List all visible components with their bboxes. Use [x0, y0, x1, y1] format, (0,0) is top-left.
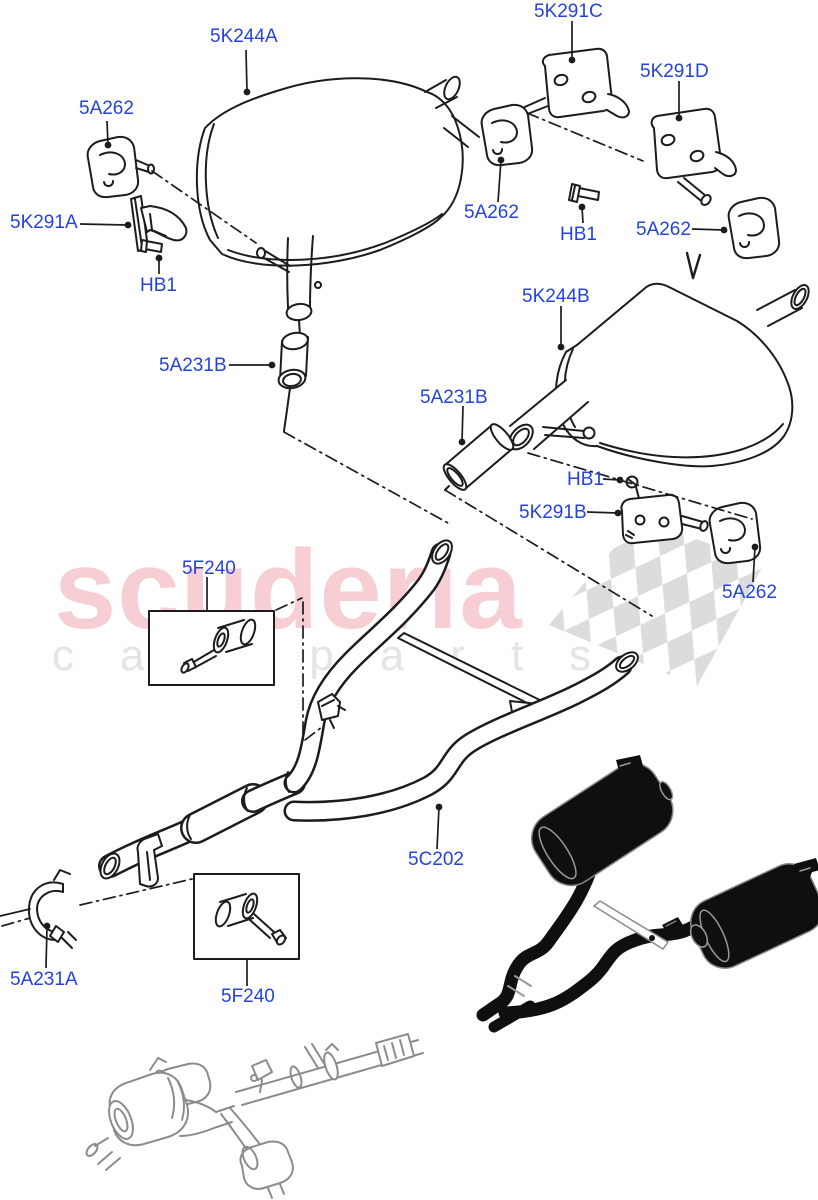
part-label-hb1[interactable]: HB1	[140, 275, 177, 296]
bolt-HB1-top-right	[568, 183, 600, 203]
rear-exhaust-assembly-illustration	[476, 755, 818, 1033]
part-label-5a231b[interactable]: 5A231B	[159, 355, 227, 376]
rubber-hanger-5A262-right	[727, 196, 781, 260]
direction-arrow	[685, 251, 702, 280]
rear-silencer-5K244B	[508, 282, 810, 468]
rubber-hanger-5A262-top-left	[86, 135, 155, 199]
isolator-inset-box-upper-5F240	[148, 610, 275, 686]
part-label-5a231b[interactable]: 5A231B	[420, 387, 488, 408]
exhaust-tip-5A231B-middle	[442, 423, 515, 491]
part-label-5k291a[interactable]: 5K291A	[10, 212, 78, 233]
isolator-inset-box-lower-5F240	[193, 873, 300, 960]
exhaust-tip-5A231B-left	[277, 331, 309, 432]
watermark-checkered-flag	[549, 516, 763, 686]
part-label-5a262[interactable]: 5A262	[79, 98, 134, 119]
part-label-5a262[interactable]: 5A262	[464, 202, 519, 223]
part-label-5k244a[interactable]: 5K244A	[210, 26, 278, 47]
mounting-bracket-5K291A	[130, 195, 188, 253]
rear-silencer-5K244A	[195, 75, 480, 337]
rubber-hanger-5A262-middle	[480, 103, 534, 167]
centre-exhaust-pipe-5C202	[98, 539, 639, 888]
bolt-HB1-middle	[625, 475, 642, 507]
rubber-hanger-5A262-bottom-right	[708, 501, 762, 565]
part-label-5a231a[interactable]: 5A231A	[10, 969, 78, 990]
part-label-5f240[interactable]: 5F240	[221, 986, 275, 1007]
part-label-5k291c[interactable]: 5K291C	[534, 1, 603, 22]
front-exhaust-illustration	[85, 1033, 424, 1199]
mounting-bracket-5K291B	[620, 493, 709, 545]
mounting-bracket-5K291C	[511, 47, 630, 119]
part-label-5k291d[interactable]: 5K291D	[640, 61, 709, 82]
axis-line-solid	[0, 908, 31, 917]
part-label-5a262[interactable]: 5A262	[636, 219, 691, 240]
part-label-hb1[interactable]: HB1	[560, 224, 597, 245]
part-label-5f240[interactable]: 5F240	[182, 558, 236, 579]
part-label-hb1[interactable]: HB1	[567, 469, 604, 490]
part-label-5k244b[interactable]: 5K244B	[522, 286, 590, 307]
assembly-axis-lines	[1, 112, 753, 927]
part-label-5k291b[interactable]: 5K291B	[519, 502, 587, 523]
mounting-bracket-5K291D	[650, 107, 737, 206]
clamp-5A231A	[27, 869, 77, 949]
part-label-5a262[interactable]: 5A262	[722, 582, 777, 603]
part-label-5c202[interactable]: 5C202	[408, 849, 464, 870]
watermark-subtext: car parts	[52, 631, 638, 680]
